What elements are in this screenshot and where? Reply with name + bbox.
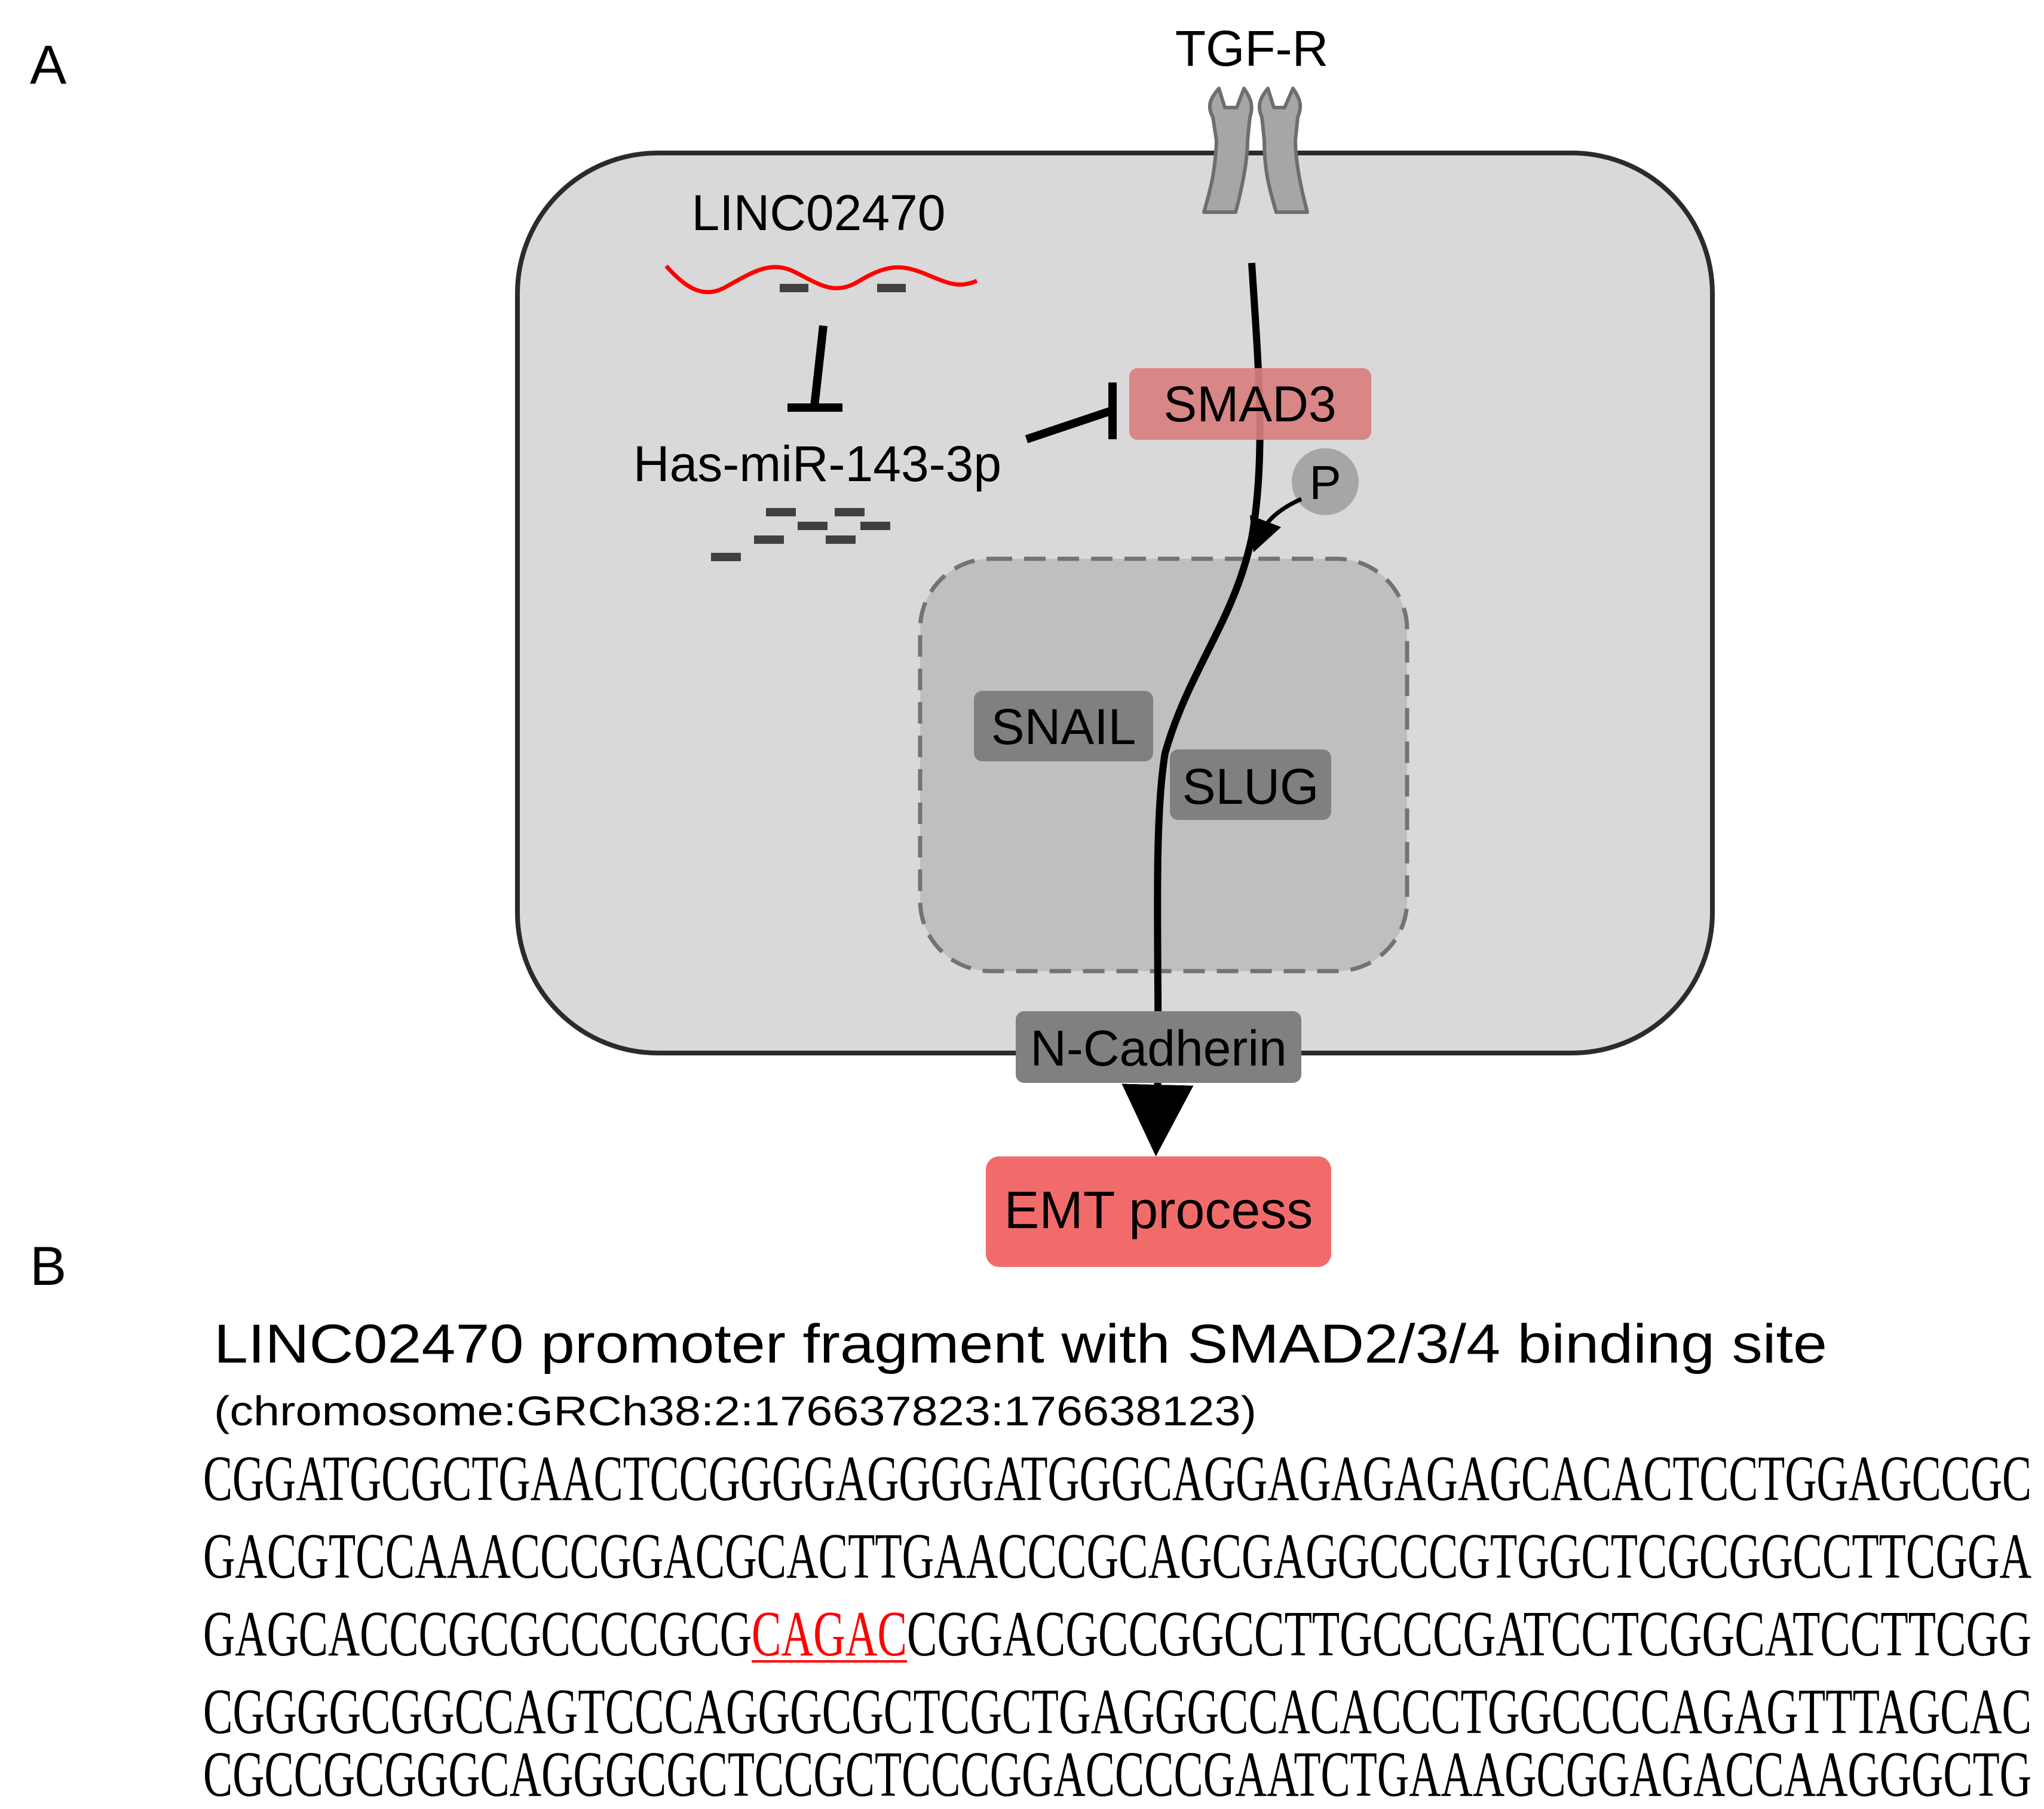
binding-site-mark	[780, 284, 808, 292]
emt-process-label: EMT process	[1004, 1180, 1313, 1239]
mirna-fragments-icon	[711, 508, 890, 561]
panel-b-label: B	[30, 1236, 66, 1297]
inhibition-arrow-icon	[787, 325, 842, 412]
sequence-line-5: CGCCGCGGGCAGGGCGCTCCGCTCCCGGACCCCGAATCTG…	[203, 1739, 2031, 1809]
slug-label: SLUG	[1182, 758, 1319, 815]
slug-box	[1170, 749, 1331, 820]
sequence-line-3-after: CGGACGCCGGCCTTGCCCGATCCTCGGCATCCTTCGG	[907, 1599, 2031, 1670]
binding-site-mark	[877, 284, 906, 292]
ncadherin-label: N-Cadherin	[1030, 1020, 1287, 1076]
tgf-receptor-icon	[1202, 87, 1309, 214]
promoter-title: LINC02470 promoter fragment with SMAD2/3…	[214, 1314, 1827, 1375]
lncrna-strand-icon	[664, 264, 978, 295]
smad3-box	[1129, 368, 1371, 440]
sequence-line-3: GAGCACCCGCGCCCCGCG CAGAC CGGACGCCGGCCTTG…	[203, 1599, 2031, 1670]
emt-process-box	[986, 1156, 1331, 1267]
lncrna-label: LINC02470	[692, 185, 946, 241]
sequence-line-4: CGGGGCGGCCAGTCCCAGGGCGCTCGCTGAGGGCCACACC…	[203, 1676, 2031, 1747]
mirna-label: Has-miR-143-3p	[633, 436, 1001, 492]
phospho-label: P	[1309, 456, 1341, 509]
sequence-line-1: CGGATGCGCTGAACTCCGGGGAGGGGATGGGCAGGAGAGA…	[203, 1443, 2031, 1514]
promoter-coordinates: (chromosome:GRCh38:2:176637823:176638123…	[214, 1388, 1257, 1434]
sequence-line-2: GACGTCCAAACCCGGACGCACTTGAACCCGCAGCGAGGCC…	[203, 1521, 2031, 1592]
snail-box	[974, 691, 1153, 761]
phosphate-circle-icon	[1292, 448, 1359, 515]
panel-a-label: A	[30, 35, 67, 96]
smad-binding-site: CAGAC	[752, 1599, 907, 1670]
inhibition-arrow-icon	[1025, 382, 1117, 443]
receptor-label: TGF-R	[1175, 20, 1329, 76]
phosphorylation-arrow-icon	[1249, 497, 1303, 553]
smad3-label: SMAD3	[1163, 376, 1336, 432]
ncadherin-box	[1016, 1011, 1301, 1083]
snail-label: SNAIL	[991, 699, 1136, 755]
sequence-line-3-before: GAGCACCCGCGCCCCGCG	[203, 1599, 752, 1670]
